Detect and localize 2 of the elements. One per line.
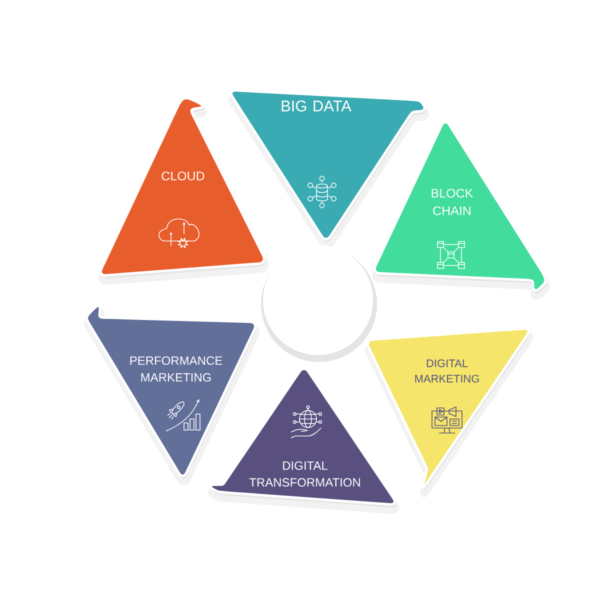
triangle-panel: DIGITAL MARKETING <box>365 327 534 498</box>
triangle-panel: CLOUD <box>98 96 269 285</box>
